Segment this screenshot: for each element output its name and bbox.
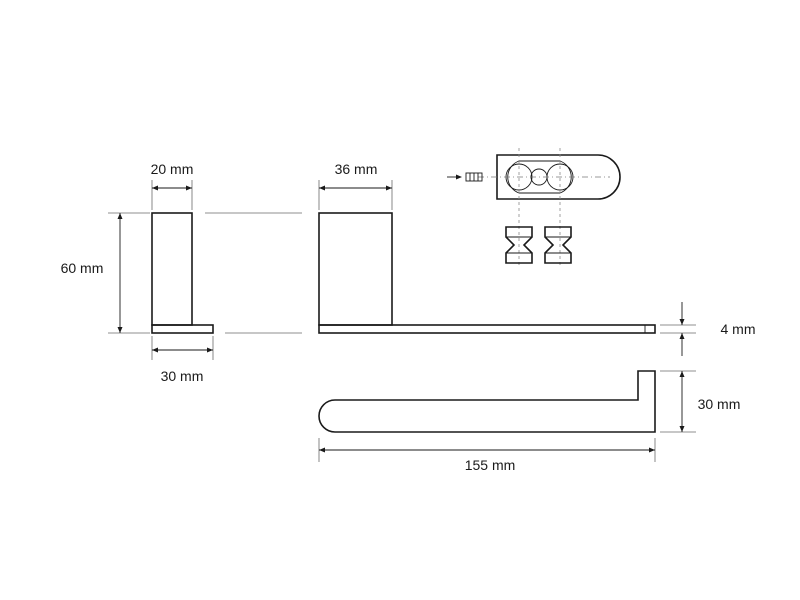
mounting-plate bbox=[496, 154, 621, 200]
top-view bbox=[318, 370, 696, 462]
dimension-side-width: 20 mm bbox=[151, 161, 194, 191]
front-view-body bbox=[318, 212, 393, 326]
top-view-outline bbox=[318, 370, 656, 433]
dimension-bar-thickness: 4 mm bbox=[679, 302, 756, 356]
dimension-label-front-depth: 36 mm bbox=[335, 161, 378, 177]
dimension-label-bar-thickness: 4 mm bbox=[721, 321, 756, 337]
dimension-base-width: 30 mm bbox=[152, 347, 213, 384]
side-view-base bbox=[151, 324, 214, 334]
wall-anchor-right bbox=[544, 226, 572, 264]
dimension-label-arm-depth: 30 mm bbox=[698, 396, 741, 412]
dimension-label-side-width: 20 mm bbox=[151, 161, 194, 177]
dimension-length: 155 mm bbox=[319, 447, 655, 473]
dimension-front-depth: 36 mm bbox=[319, 161, 392, 191]
dimension-label-length: 155 mm bbox=[465, 457, 516, 473]
front-view bbox=[318, 180, 696, 334]
dimension-height: 60 mm bbox=[61, 213, 123, 333]
wall-anchor-left bbox=[505, 226, 533, 264]
mounting-detail bbox=[447, 148, 621, 268]
side-view bbox=[108, 180, 302, 360]
side-view-body bbox=[151, 212, 193, 326]
front-view-bar bbox=[318, 324, 656, 334]
dimension-label-base-width: 30 mm bbox=[161, 368, 204, 384]
dimension-arm-depth: 30 mm bbox=[679, 371, 741, 432]
dimension-label-height: 60 mm bbox=[61, 260, 104, 276]
